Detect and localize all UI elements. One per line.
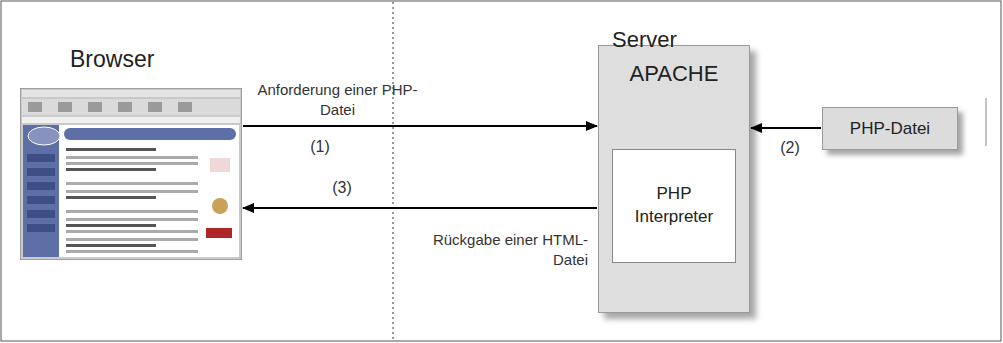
callout-number: (2) — [770, 138, 810, 159]
arrow-label: Rückgabe einer HTML-Datei — [420, 230, 588, 269]
server-box: APACHE PHP Interpreter — [598, 45, 750, 313]
window-heading: Browser — [20, 40, 242, 73]
box-label: PHP-Datei — [850, 119, 930, 139]
edge-mark — [986, 98, 987, 146]
callout-number: (1) — [300, 137, 340, 158]
box-label: PHP Interpreter — [613, 183, 735, 229]
callout-number: (3) — [322, 178, 362, 199]
browser-screenshot — [20, 88, 242, 260]
region-heading: Server — [612, 26, 702, 55]
interpreter-box: PHP Interpreter — [612, 149, 736, 263]
flow-arrow — [751, 127, 821, 129]
flow-arrow — [243, 125, 597, 127]
divider-line — [393, 2, 394, 341]
browser-window: Browser — [20, 40, 242, 260]
file-box: PHP-Datei — [822, 107, 958, 150]
arrow-label: Anforderung einer PHP-Datei — [250, 80, 425, 119]
box-label: APACHE — [599, 46, 749, 87]
flow-arrow — [243, 207, 597, 209]
